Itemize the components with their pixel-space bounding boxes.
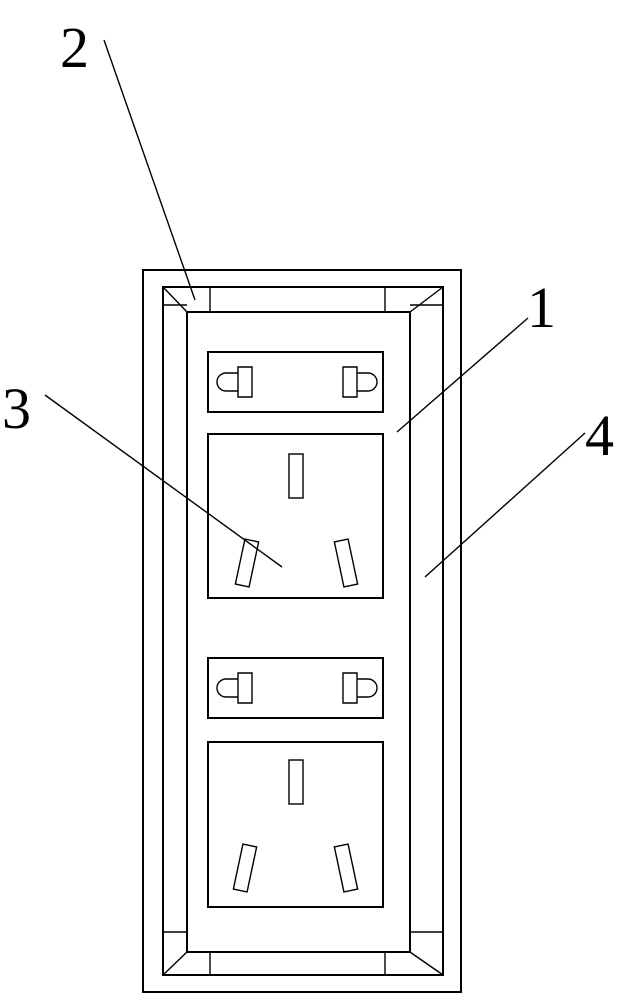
live-slot [232,843,258,893]
earth-slot [288,453,304,499]
pin-slot-left [216,672,253,704]
label-3: 3 [2,376,31,441]
leader-line-1 [396,317,529,433]
leader-line-4 [424,432,586,578]
two-pin-socket-lower [207,657,384,719]
three-pin-socket-upper [207,433,384,599]
label-1: 1 [527,275,556,340]
three-pin-socket-lower [207,741,384,908]
two-pin-socket-upper [207,351,384,413]
outer-housing [142,269,462,993]
leader-line-2 [103,39,196,301]
pin-slot-left [216,366,253,398]
label-4: 4 [585,403,614,468]
earth-slot [288,759,304,805]
leader-line-3 [44,394,283,568]
live-slot [234,538,260,588]
leader-lines [44,39,586,578]
neutral-slot [333,538,359,588]
neutral-slot [333,843,359,893]
pin-slot-right [342,672,378,704]
pin-slot-right [342,366,378,398]
bevel-frame [162,286,444,976]
label-2: 2 [60,15,89,80]
